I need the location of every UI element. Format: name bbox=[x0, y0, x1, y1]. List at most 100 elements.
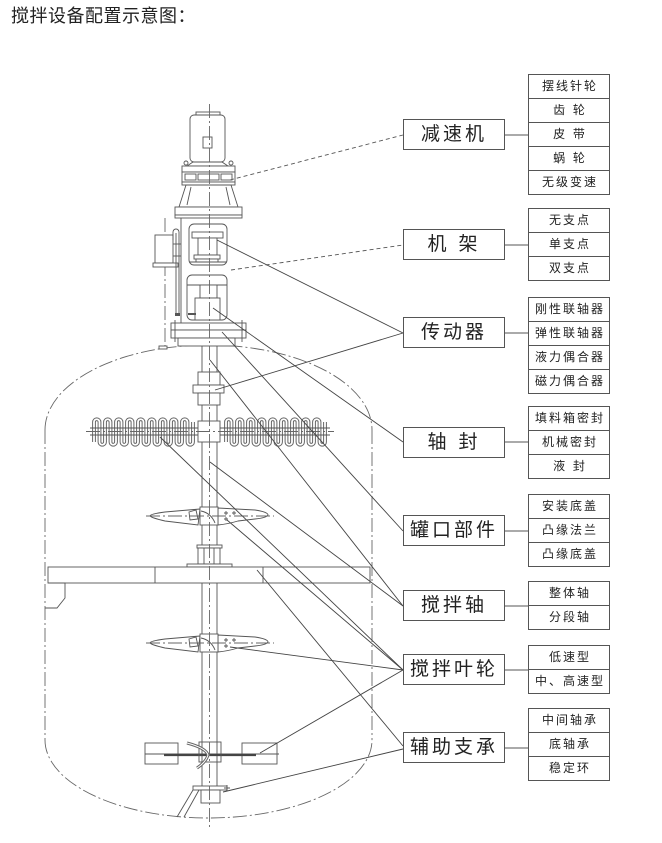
label-impeller: 搅拌叶轮 bbox=[403, 654, 505, 685]
impeller-bottom bbox=[144, 741, 279, 770]
label-text: 轴 封 bbox=[427, 431, 481, 453]
label-shaft-seal: 轴 封 bbox=[403, 427, 505, 458]
label-nozzle-parts: 罐口部件 bbox=[403, 515, 505, 546]
hub-curved-blade-inner bbox=[186, 742, 209, 769]
bolt-marks bbox=[224, 511, 236, 521]
option-item: 磁力偶合器 bbox=[534, 374, 605, 388]
bearing-body bbox=[197, 547, 221, 565]
paddle-left bbox=[144, 742, 179, 765]
option-item: 整体轴 bbox=[529, 582, 609, 606]
leader-lines bbox=[159, 134, 404, 793]
impeller-upper bbox=[146, 506, 274, 526]
lubricator-tank bbox=[154, 234, 174, 264]
heating-coil bbox=[86, 417, 334, 447]
label-reducer: 减速机 bbox=[403, 119, 505, 150]
seal-gland bbox=[188, 313, 196, 315]
coil-tube-left-inner bbox=[93, 418, 194, 446]
gearbox-window bbox=[197, 173, 220, 181]
leader-line-nozzle-parts bbox=[221, 331, 404, 532]
option-item: 弹性联轴器 bbox=[529, 322, 609, 346]
lubrication-unit bbox=[152, 218, 181, 350]
label-text: 搅拌叶轮 bbox=[409, 658, 498, 680]
label-text: 机 架 bbox=[427, 233, 481, 255]
vessel-bottom-head bbox=[44, 739, 373, 819]
option-item: 安装底盖 bbox=[529, 495, 609, 519]
mounting-flange-bottom bbox=[170, 329, 247, 339]
options-transmission: 刚性联轴器 弹性联轴器 液力偶合器 磁力偶合器 bbox=[528, 297, 610, 394]
option-item: 摆线针轮 bbox=[529, 75, 609, 99]
options-agitator-shaft: 整体轴 分段轴 bbox=[528, 581, 610, 630]
options-nozzle-parts: 安装底盖 凸缘法兰 凸缘底盖 bbox=[528, 494, 610, 567]
motor bbox=[185, 111, 230, 167]
option-item: 皮 带 bbox=[529, 123, 609, 147]
bottom-bearing-leg bbox=[176, 789, 200, 818]
beam-bracket bbox=[45, 582, 66, 609]
option-item: 底轴承 bbox=[529, 733, 609, 757]
gearbox-window bbox=[184, 173, 197, 181]
nozzle-neck bbox=[177, 337, 236, 347]
motor-terminal-box bbox=[202, 136, 213, 149]
option-item: 低速型 bbox=[529, 646, 609, 670]
support-beam bbox=[45, 566, 371, 609]
label-text: 罐口部件 bbox=[409, 519, 498, 541]
coupling-half-bottom bbox=[197, 392, 221, 406]
leader-line-reducer bbox=[229, 134, 404, 181]
options-auxiliary-support: 中间轴承 底轴承 稳定环 bbox=[528, 708, 610, 781]
label-transmission: 传动器 bbox=[403, 317, 505, 348]
motor-neck bbox=[185, 161, 230, 167]
coupling-step bbox=[193, 254, 221, 260]
option-item: 稳定环 bbox=[548, 761, 591, 775]
frame-lantern bbox=[178, 184, 239, 208]
leader-line-auxiliary-support bbox=[222, 748, 404, 793]
label-text: 辅助支承 bbox=[409, 736, 498, 758]
options-reducer: 摆线针轮 齿 轮 皮 带 蜗 轮 无级变速 bbox=[528, 74, 610, 195]
option-item: 无支点 bbox=[529, 209, 609, 233]
bottom-bearing-plate bbox=[192, 785, 228, 791]
pipe-fitting bbox=[175, 313, 180, 316]
option-item: 凸缘底盖 bbox=[541, 547, 598, 561]
option-item: 凸缘法兰 bbox=[529, 519, 609, 543]
lubricator-pipe-loop bbox=[172, 228, 180, 240]
connectors bbox=[502, 134, 528, 749]
option-item: 中间轴承 bbox=[529, 709, 609, 733]
option-item: 单支点 bbox=[529, 233, 609, 257]
coupling-half-top bbox=[197, 371, 221, 386]
leader-line-transmission bbox=[214, 332, 404, 391]
frame-flange-lower bbox=[174, 214, 243, 219]
coil-tube-right-inner bbox=[225, 418, 326, 446]
lubricator-bracket bbox=[158, 345, 168, 350]
nozzle-flange bbox=[170, 320, 247, 347]
hub-detail bbox=[200, 510, 216, 524]
mechanical-seal bbox=[194, 297, 221, 321]
bolt-icon bbox=[228, 160, 234, 166]
label-agitator-shaft: 搅拌轴 bbox=[403, 590, 505, 621]
option-item: 双支点 bbox=[548, 261, 591, 275]
leader-line-impeller bbox=[229, 646, 404, 671]
mounting-flange-top bbox=[170, 322, 247, 331]
seal-sleeve bbox=[199, 284, 218, 299]
frame-lantern-ribs bbox=[186, 186, 231, 206]
leader-line-impeller bbox=[226, 519, 404, 671]
paddle-hub bbox=[198, 741, 222, 763]
leader-line-transmission bbox=[216, 239, 404, 334]
label-text: 减速机 bbox=[420, 123, 487, 145]
option-item: 中、高速型 bbox=[534, 674, 605, 688]
leader-line-impeller bbox=[259, 669, 404, 754]
leader-line-shaft-seal bbox=[212, 307, 404, 443]
gearbox-top-plate bbox=[181, 165, 236, 173]
impeller-middle bbox=[146, 633, 274, 653]
blade-bracket bbox=[188, 636, 199, 648]
page-title: 搅拌设备配置示意图： bbox=[11, 6, 196, 27]
coupling-disc bbox=[191, 231, 224, 239]
lubricator-base bbox=[152, 262, 179, 268]
motor-body bbox=[189, 114, 226, 163]
leader-line-auxiliary-support bbox=[256, 569, 404, 747]
gearbox-housing bbox=[181, 171, 236, 183]
impeller-blade-right bbox=[217, 634, 269, 653]
bolt-marks bbox=[224, 638, 236, 648]
coupling-body bbox=[197, 237, 218, 256]
beam bbox=[47, 566, 371, 584]
option-item: 填料箱密封 bbox=[529, 407, 609, 431]
options-impeller: 低速型 中、高速型 bbox=[528, 645, 610, 694]
